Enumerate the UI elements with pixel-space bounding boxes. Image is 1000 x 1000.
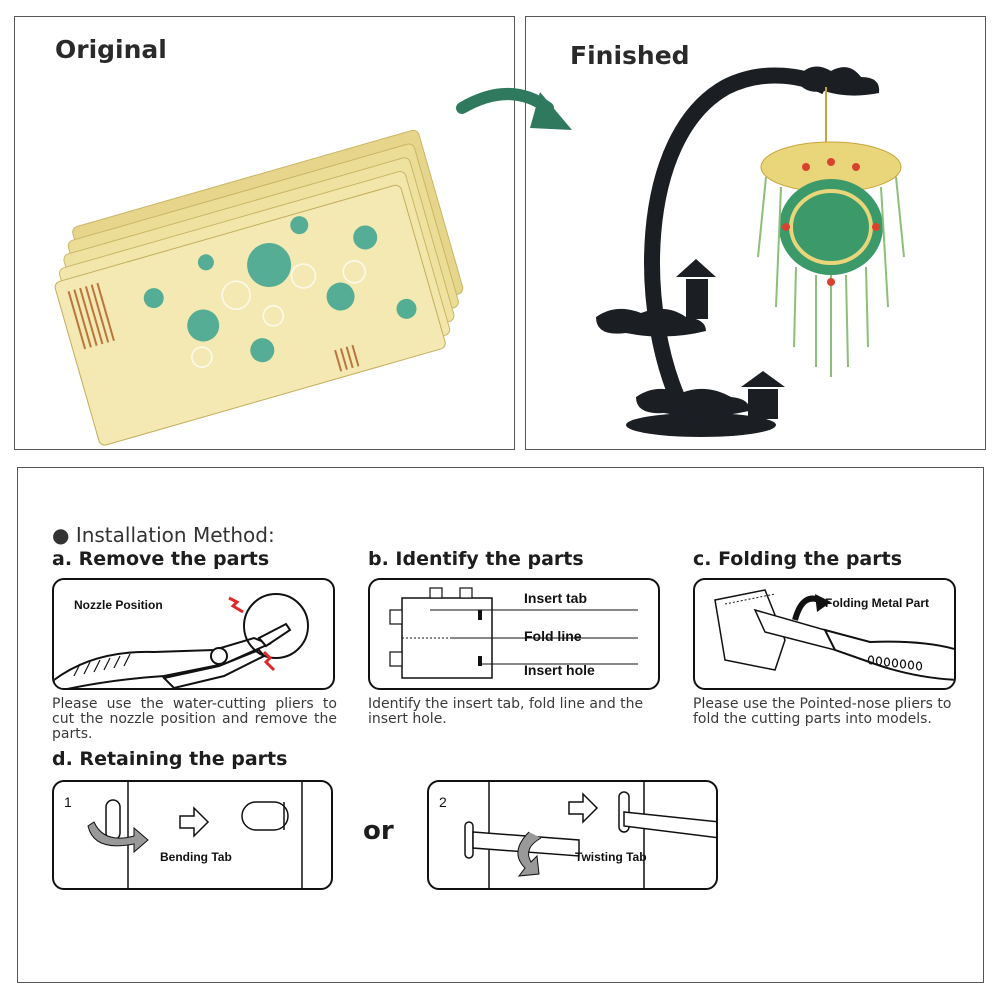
step-d1-illustration: 1 Bending Tab xyxy=(52,780,333,890)
step-d-title: d. Retaining the parts xyxy=(52,748,288,770)
finished-title: Finished xyxy=(570,41,690,70)
step-b-title: b. Identify the parts xyxy=(368,548,584,570)
nozzle-position-label: Nozzle Position xyxy=(74,598,163,612)
pliers-folding-icon xyxy=(714,589,954,681)
folding-metal-part-label: Folding Metal Part xyxy=(825,596,930,610)
bending-tab-label: Bending Tab xyxy=(160,850,232,864)
metal-sheets-image xyxy=(54,129,464,446)
bending-tab-icon xyxy=(87,782,303,888)
step-b-description: Identify the insert tab, fold line and t… xyxy=(368,696,644,727)
twisting-tab-label: Twisting Tab xyxy=(575,850,647,864)
step-a-description: Please use the water-cutting pliers to c… xyxy=(52,696,337,742)
step-d2-number: 2 xyxy=(439,794,447,810)
step-b-illustration: Insert tab Fold line Insert hole xyxy=(368,578,660,690)
installation-heading-text: Installation Method: xyxy=(75,523,275,547)
fold-line-label: Fold line xyxy=(524,628,582,644)
insert-tab-label: Insert tab xyxy=(524,590,588,606)
insert-hole-label: Insert hole xyxy=(524,662,595,678)
step-d1-number: 1 xyxy=(64,794,72,810)
step-c-title: c. Folding the parts xyxy=(693,548,903,570)
bullet-icon: ● xyxy=(52,523,70,547)
step-c-illustration: Folding Metal Part xyxy=(693,578,956,690)
finished-model-image xyxy=(596,66,905,437)
step-a-title: a. Remove the parts xyxy=(52,548,270,570)
original-title: Original xyxy=(55,35,167,64)
twisting-tab-icon xyxy=(464,782,716,888)
step-a-illustration: Nozzle Position xyxy=(52,578,335,690)
original-panel: Original xyxy=(14,16,515,450)
step-c-description: Please use the Pointed-nose pliers to fo… xyxy=(693,696,952,727)
installation-panel: ● Installation Method: a. Remove the par… xyxy=(17,467,984,983)
finished-panel: Finished xyxy=(525,16,986,450)
pliers-cutting-icon xyxy=(54,593,309,688)
or-text: or xyxy=(363,816,394,846)
part-diagram-icon xyxy=(389,587,638,679)
installation-heading: ● Installation Method: xyxy=(52,523,275,547)
step-d2-illustration: 2 Twisting Tab xyxy=(427,780,718,890)
